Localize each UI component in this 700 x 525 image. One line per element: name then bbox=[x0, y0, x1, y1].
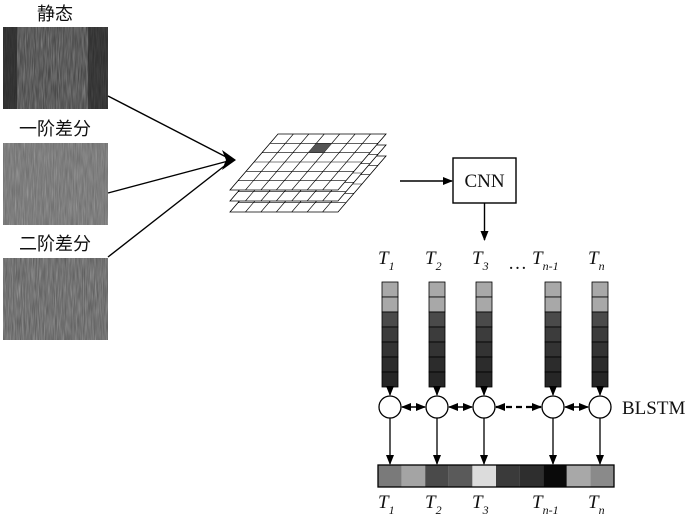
feature-cell bbox=[591, 311, 609, 328]
feature-cell bbox=[428, 281, 446, 298]
feature-map-stack bbox=[229, 133, 387, 213]
column-to-node-arrows bbox=[386, 386, 604, 396]
feature-cell bbox=[475, 326, 493, 343]
timestep-label-top-3: T3 bbox=[472, 248, 489, 273]
input-image-second-diff bbox=[3, 258, 108, 340]
feature-cell bbox=[544, 296, 562, 313]
svg-text:Tn-1: Tn-1 bbox=[532, 248, 559, 273]
timestep-label-top-1: T1 bbox=[378, 248, 395, 273]
svg-text:Tn-1: Tn-1 bbox=[532, 492, 559, 517]
merge-arrowhead bbox=[222, 150, 236, 170]
output-cell bbox=[519, 465, 544, 487]
feature-cell bbox=[475, 296, 493, 313]
arrow-first-diff-to-stack bbox=[107, 159, 233, 194]
output-cell bbox=[378, 465, 402, 487]
output-cell bbox=[472, 465, 496, 487]
svg-text:Tn: Tn bbox=[588, 248, 605, 273]
svg-text:Tn: Tn bbox=[588, 492, 605, 517]
timestep-label-bottom-1: T1 bbox=[378, 492, 395, 517]
output-cell bbox=[543, 465, 567, 487]
feature-cell bbox=[428, 296, 446, 313]
feature-cell bbox=[591, 296, 609, 313]
timestep-label-bottom-3: T3 bbox=[472, 492, 489, 517]
feature-cell bbox=[544, 371, 562, 388]
output-strip-border bbox=[377, 464, 615, 488]
blstm-nodes bbox=[378, 395, 612, 419]
feature-cell bbox=[381, 281, 399, 298]
timestep-label-top-n: Tn bbox=[588, 248, 605, 273]
arrow-second-diff-to-stack bbox=[107, 159, 233, 258]
feature-cell bbox=[475, 371, 493, 388]
output-cell bbox=[590, 465, 614, 487]
feature-cell bbox=[544, 326, 562, 343]
feature-cell bbox=[475, 311, 493, 328]
feature-cell bbox=[428, 356, 446, 373]
input-label-static: 静态 bbox=[37, 4, 73, 25]
feature-cell bbox=[428, 311, 446, 328]
output-cell bbox=[425, 465, 449, 487]
feature-cell bbox=[544, 341, 562, 358]
arrow-static-to-stack bbox=[107, 95, 233, 161]
node-to-output-arrows bbox=[386, 418, 604, 465]
svg-text:T2: T2 bbox=[425, 248, 442, 273]
timestep-label-bottom-n-1: Tn-1 bbox=[532, 492, 559, 517]
feature-cell bbox=[475, 341, 493, 358]
feature-cell bbox=[591, 356, 609, 373]
feature-cell bbox=[591, 281, 609, 298]
feature-cell bbox=[381, 311, 399, 328]
blstm-label: BLSTM bbox=[622, 398, 685, 419]
feature-cell bbox=[544, 311, 562, 328]
svg-text:T3: T3 bbox=[472, 492, 489, 517]
feature-cell bbox=[428, 326, 446, 343]
blstm-node bbox=[425, 395, 449, 419]
feature-cell bbox=[475, 281, 493, 298]
timestep-label-bottom-n: Tn bbox=[588, 492, 605, 517]
feature-cell bbox=[381, 341, 399, 358]
output-cell bbox=[448, 465, 473, 487]
timestep-label-top-n-1: Tn-1 bbox=[532, 248, 559, 273]
svg-text:T3: T3 bbox=[472, 248, 489, 273]
blstm-node bbox=[588, 395, 612, 419]
blstm-node bbox=[378, 395, 402, 419]
grid-highlight-cell bbox=[308, 143, 332, 153]
cnn-box bbox=[452, 157, 517, 204]
output-cell bbox=[401, 465, 426, 487]
input-label-first-diff: 一阶差分 bbox=[19, 119, 91, 140]
feature-cell bbox=[544, 281, 562, 298]
ellipsis-top: … bbox=[508, 253, 527, 274]
feature-cell bbox=[544, 356, 562, 373]
output-cell bbox=[496, 465, 520, 487]
timestep-label-top-2: T2 bbox=[425, 248, 442, 273]
timestep-label-bottom-2: T2 bbox=[425, 492, 442, 517]
cnn-label: CNN bbox=[464, 171, 504, 192]
svg-text:T1: T1 bbox=[378, 492, 395, 517]
feature-cell bbox=[428, 341, 446, 358]
feature-cell bbox=[381, 296, 399, 313]
input-image-static bbox=[3, 27, 108, 109]
feature-cell bbox=[591, 326, 609, 343]
feature-cell bbox=[475, 356, 493, 373]
input-image-first-diff bbox=[3, 143, 108, 225]
blstm-node bbox=[472, 395, 496, 419]
feature-cell bbox=[591, 341, 609, 358]
feature-cell bbox=[381, 356, 399, 373]
svg-text:T1: T1 bbox=[378, 248, 395, 273]
output-cell bbox=[566, 465, 591, 487]
feature-cell bbox=[381, 371, 399, 388]
blstm-node bbox=[541, 395, 565, 419]
input-label-second-diff: 二阶差分 bbox=[19, 234, 91, 255]
output-sequence-strip bbox=[377, 464, 615, 488]
feature-cell bbox=[381, 326, 399, 343]
feature-cell bbox=[428, 371, 446, 388]
feature-columns bbox=[381, 281, 609, 388]
svg-text:T2: T2 bbox=[425, 492, 442, 517]
feature-cell bbox=[591, 371, 609, 388]
